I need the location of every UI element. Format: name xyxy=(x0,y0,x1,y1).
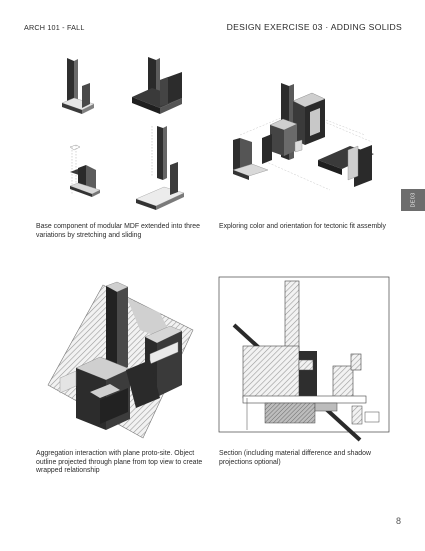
caption-base-component: Base component of modular MDF extended i… xyxy=(36,223,200,239)
component-a xyxy=(61,58,95,114)
page-title: DESIGN EXERCISE 03 · ADDING SOLIDS xyxy=(226,22,402,32)
page-number: 8 xyxy=(395,516,401,526)
tectonic-assembly-figure xyxy=(232,83,374,191)
course-label: ARCH 101 - FALL xyxy=(24,23,85,32)
caption-aggregation: Aggregation interaction with plane proto… xyxy=(36,450,203,475)
caption-section: Section (including material difference a… xyxy=(219,450,371,466)
component-b xyxy=(132,57,182,114)
component-c xyxy=(69,144,101,197)
section-tab: DE03 xyxy=(401,189,425,211)
component-d xyxy=(135,126,185,210)
base-component-figure xyxy=(61,57,185,210)
caption-tectonic-fit: Exploring color and orientation for tect… xyxy=(219,223,386,230)
aggregation-figure xyxy=(47,281,194,439)
section-figure xyxy=(218,276,390,442)
